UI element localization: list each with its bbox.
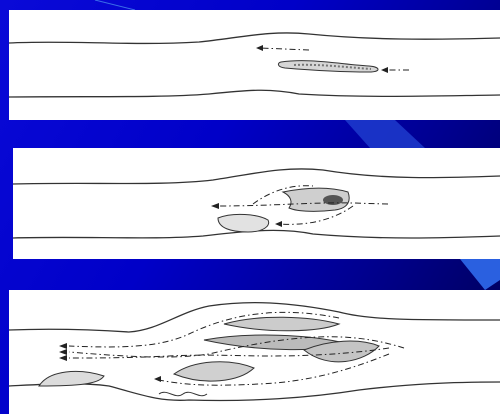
flow-arrow-1 — [59, 343, 67, 349]
flow-arrow-main — [211, 203, 219, 209]
channel-diagram-1 — [9, 10, 500, 120]
bank-sediment — [39, 371, 104, 386]
flow-arrow-2 — [59, 349, 67, 355]
flow-arrow-3 — [154, 376, 161, 382]
wave-line — [159, 392, 207, 395]
lower-bank — [9, 382, 500, 401]
diagram-panel-1 — [9, 10, 500, 120]
lower-bank — [9, 90, 500, 97]
channel-diagram-2 — [13, 148, 500, 259]
flow-line-upper — [261, 48, 309, 50]
sediment-bar — [278, 61, 378, 72]
diagram-panel-2 — [13, 148, 500, 259]
braid-bar-1 — [224, 317, 339, 331]
flow-arrow-lower — [275, 221, 282, 227]
diagram-panel-3 — [9, 290, 500, 414]
flow-arrow-4 — [59, 355, 67, 361]
upper-bank — [9, 33, 500, 44]
upper-bank — [13, 169, 500, 184]
braid-bar-4 — [174, 362, 254, 381]
flow-arrow-upper — [256, 45, 263, 51]
channel-diagram-3 — [9, 290, 500, 414]
bar-core — [323, 195, 343, 205]
sediment-bar-lower — [218, 214, 269, 232]
flow-arrow — [381, 67, 388, 73]
